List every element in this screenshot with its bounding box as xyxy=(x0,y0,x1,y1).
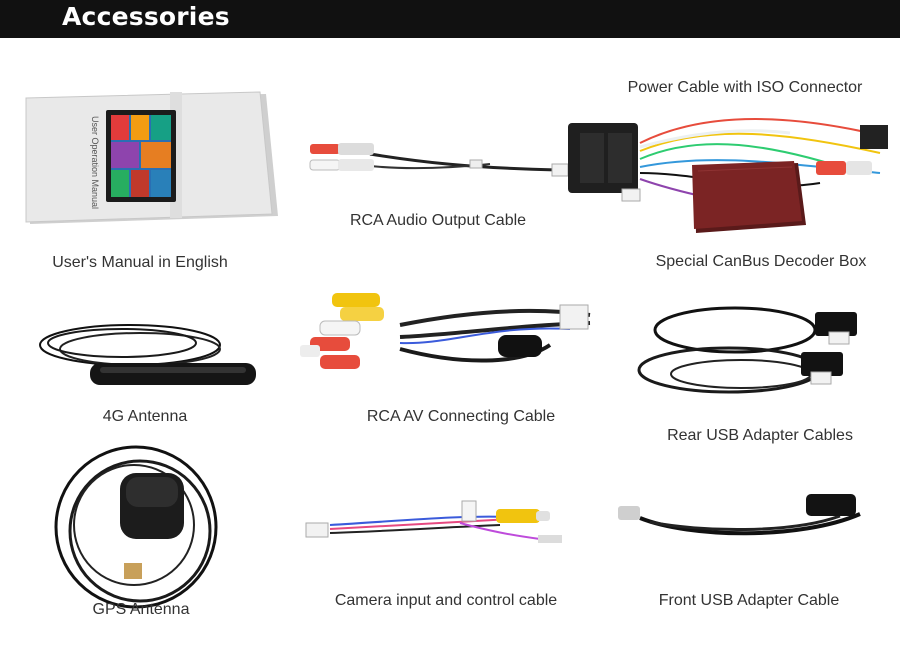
rca-av-item: RCA AV Connecting Cable xyxy=(290,285,600,435)
manual-caption: User's Manual in English xyxy=(52,254,228,271)
antenna-4g-caption: 4G Antenna xyxy=(102,408,188,425)
power-cable-image xyxy=(568,118,888,214)
front-usb-item: Front USB Adapter Cable xyxy=(610,490,880,620)
manual-image: User Operation Manual xyxy=(25,91,278,224)
camera-cable-item: Camera input and control cable xyxy=(300,495,600,615)
rca-av-caption: RCA AV Connecting Cable xyxy=(366,408,556,425)
gps-item: GPS Antenna xyxy=(40,445,250,630)
rear-usb-cables-image xyxy=(637,306,857,394)
rca-audio-item: RCA Audio Output Cable xyxy=(300,140,580,240)
rear-usb-item: Rear USB Adapter Cables xyxy=(625,300,885,450)
rear-usb-caption: Rear USB Adapter Cables xyxy=(667,427,853,444)
gps-antenna-image xyxy=(54,445,218,609)
camera-cable-caption: Camera input and control cable xyxy=(334,592,558,609)
page-title: Accessories xyxy=(62,2,230,31)
power-cable-item: Power Cable with ISO Connector xyxy=(560,75,900,245)
rca-av-cable-image xyxy=(300,293,591,369)
camera-cable-image xyxy=(305,500,562,543)
front-usb-cable-image xyxy=(618,494,861,536)
antenna-4g-image xyxy=(39,324,256,385)
header-bar: Accessories xyxy=(0,0,900,38)
canbus-caption: Special CanBus Decoder Box xyxy=(655,253,867,270)
manual-cover-text: User Operation Manual xyxy=(90,116,100,209)
manual-item: User Operation Manual User's Manual in E… xyxy=(20,90,290,271)
power-cable-caption: Power Cable with ISO Connector xyxy=(627,79,863,96)
antenna-4g-item: 4G Antenna xyxy=(30,315,270,435)
rca-audio-caption: RCA Audio Output Cable xyxy=(349,212,527,229)
front-usb-caption: Front USB Adapter Cable xyxy=(658,592,840,609)
canbus-box-image xyxy=(692,161,806,233)
gps-caption: GPS Antenna xyxy=(92,601,190,618)
rca-audio-cable-image xyxy=(309,143,569,177)
